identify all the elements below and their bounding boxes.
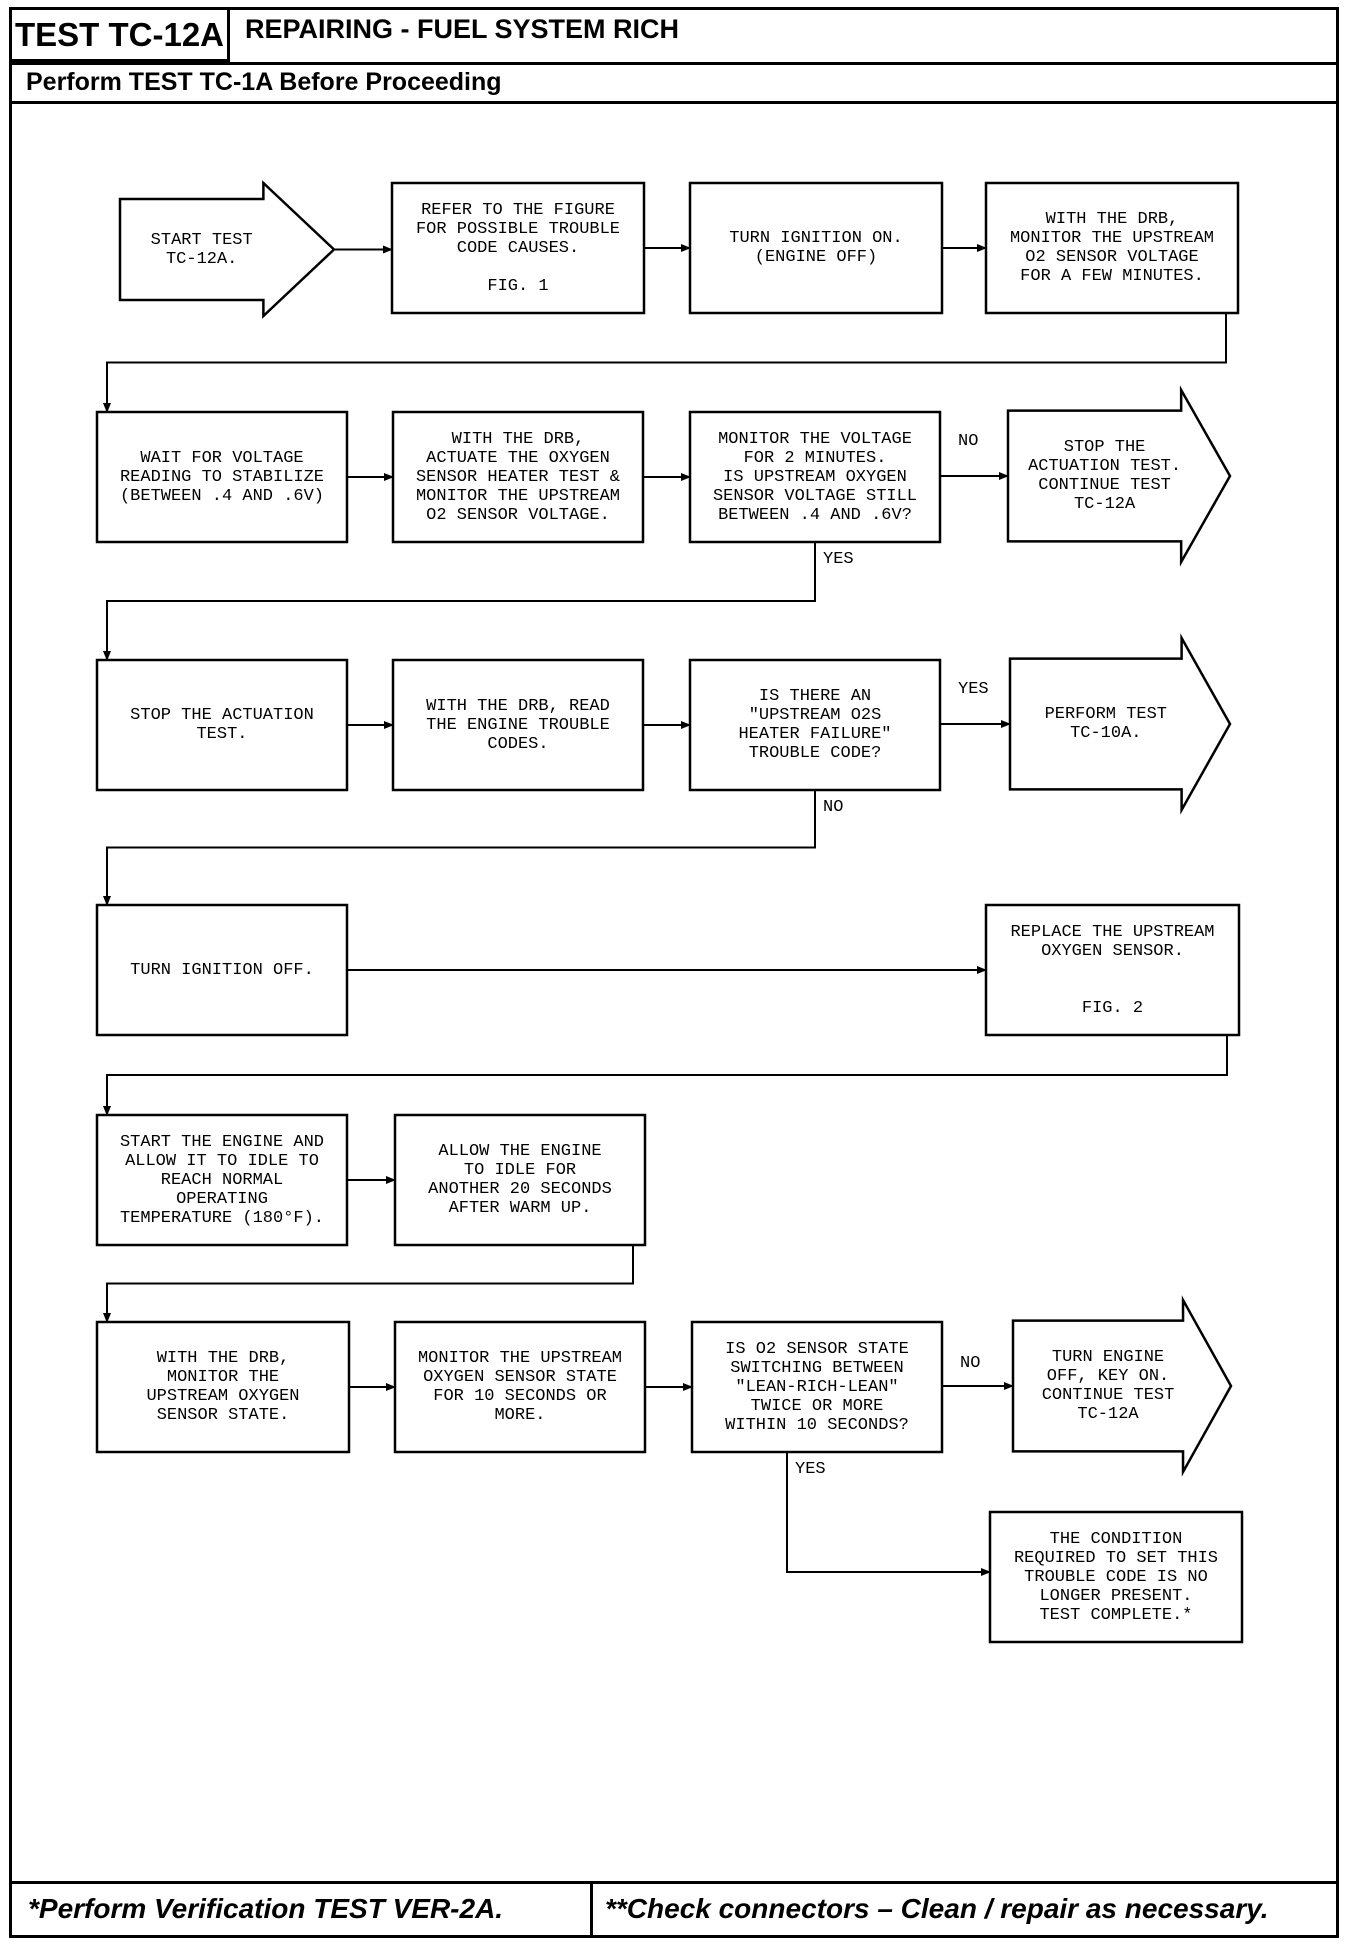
node-label-monitor_o2: WITH THE DRB, MONITOR THE UPSTREAM O2 SE… [1009, 210, 1215, 286]
edge-heater_q-ign_off [103, 790, 816, 906]
node-label-ign_off: TURN IGNITION OFF. [130, 960, 314, 980]
edge-idle-monitor_state [103, 1245, 634, 1323]
edge-monitor_v-stop_act [103, 542, 816, 661]
node-label-switch_q: IS O2 SENSOR STATE SWITCHING BETWEEN "LE… [725, 1339, 909, 1435]
header-divider [12, 62, 1337, 65]
node-label-complete: THE CONDITION REQUIRED TO SET THIS TROUB… [1013, 1529, 1219, 1625]
node-label-idle: ALLOW THE ENGINE TO IDLE FOR ANOTHER 20 … [428, 1142, 612, 1218]
node-label-tc10a: PERFORM TEST TC-10A. [1044, 705, 1167, 743]
node-label-stop_cont: STOP THE ACTUATION TEST. CONTINUE TEST T… [1028, 438, 1182, 514]
node-label-start: START TEST TC-12A. [150, 230, 253, 269]
footer-separator [590, 1881, 593, 1937]
page-subtitle: Perform TEST TC-1A Before Proceeding [26, 68, 502, 96]
footer-note-left: *Perform Verification TEST VER-2A. [28, 1893, 504, 1924]
node-ign_off [95, 903, 349, 1037]
node-label-stop_act: STOP THE ACTUATION TEST. [130, 706, 314, 744]
node-label-ign_on: TURN IGNITION ON. (ENGINE OFF) [729, 229, 903, 267]
page-frame [9, 7, 1339, 1938]
edge-monitor_o2-wait [103, 313, 1227, 413]
node-heater_q [688, 658, 942, 792]
node-stop_cont [1006, 385, 1232, 567]
node-monitor_state [95, 1320, 351, 1454]
node-label-read_codes: WITH THE DRB, READ THE ENGINE TROUBLE CO… [426, 696, 610, 754]
node-label-wait: WAIT FOR VOLTAGE READING TO STABILIZE (B… [119, 448, 325, 506]
test-id: TEST TC-12A [12, 10, 230, 62]
page-title: REPAIRING - FUEL SYSTEM RICH [245, 14, 680, 44]
node-label-monitor_v: MONITOR THE VOLTAGE FOR 2 MINUTES. IS UP… [712, 429, 918, 525]
edge-label-switch-no: NO [960, 1354, 981, 1373]
node-switch_q [690, 1320, 944, 1454]
footer-note-right: **Check connectors – Clean / repair as n… [605, 1893, 1269, 1924]
edge-replace-start_eng [103, 1035, 1228, 1116]
node-start_eng [95, 1113, 349, 1247]
node-replace [984, 903, 1241, 1037]
node-monitor_v [688, 410, 942, 544]
node-wait [95, 410, 349, 544]
node-complete [988, 1510, 1244, 1644]
node-label-replace: REPLACE THE UPSTREAM OXYGEN SENSOR. FIG.… [1010, 922, 1215, 1018]
node-start [118, 180, 336, 319]
edge-switch_q-complete [786, 1452, 991, 1576]
node-label-turn_off: TURN ENGINE OFF, KEY ON. CONTINUE TEST T… [1041, 1348, 1175, 1424]
edge-label-switch-yes: YES [795, 1460, 826, 1479]
node-label-refer: REFER TO THE FIGURE FOR POSSIBLE TROUBLE… [415, 200, 621, 296]
node-label-actuate: WITH THE DRB, ACTUATE THE OXYGEN SENSOR … [415, 429, 621, 525]
node-turn_off [1011, 1295, 1233, 1477]
node-idle [393, 1113, 647, 1247]
node-label-monitor_state: WITH THE DRB, MONITOR THE UPSTREAM OXYGE… [146, 1349, 300, 1425]
footer-divider [12, 1881, 1337, 1884]
subtitle-divider [12, 101, 1337, 104]
node-stop_act [95, 658, 349, 792]
edge-label-heater-no: NO [823, 798, 844, 817]
node-label-heater_q: IS THERE AN "UPSTREAM O2S HEATER FAILURE… [738, 687, 892, 763]
node-label-monitor_10s: MONITOR THE UPSTREAM OXYGEN SENSOR STATE… [417, 1349, 623, 1425]
edge-label-voltage-no: NO [958, 432, 979, 451]
node-label-start_eng: START THE ENGINE AND ALLOW IT TO IDLE TO… [119, 1132, 325, 1228]
edge-label-voltage-yes: YES [823, 550, 854, 569]
node-tc10a [1008, 633, 1232, 815]
edge-label-heater-yes: YES [958, 680, 989, 699]
